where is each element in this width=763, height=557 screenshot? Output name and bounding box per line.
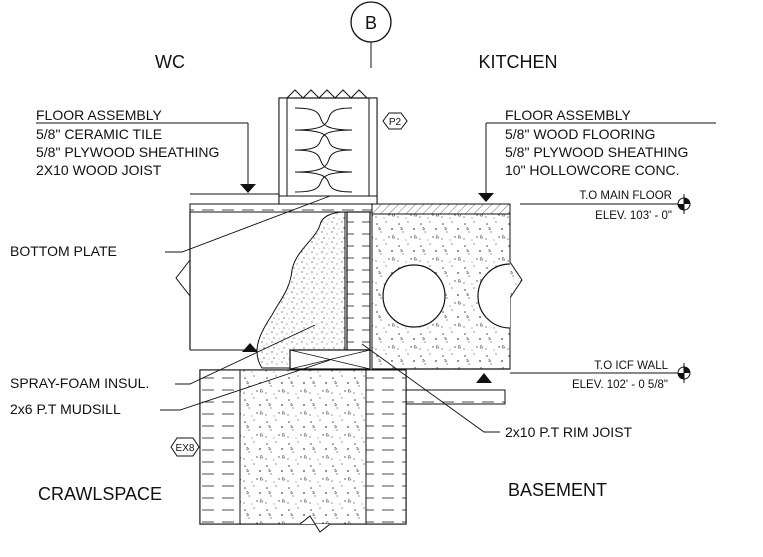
arrow-icon bbox=[242, 343, 258, 352]
exterior-wall-tag: EX8 bbox=[170, 437, 200, 457]
elevation-icf-wall: T.O ICF WALL ELEV. 102' - 0 5/8" bbox=[510, 360, 691, 391]
elevation-main-floor-value: ELEV. 103' - 0" bbox=[595, 210, 672, 222]
floor-assembly-left-line: 2X10 WOOD JOIST bbox=[36, 162, 162, 178]
room-label-kitchen: KITCHEN bbox=[478, 52, 557, 72]
spray-foam-insulation bbox=[256, 211, 346, 369]
elevation-main-floor-label: T.O MAIN FLOOR bbox=[579, 190, 672, 202]
floor-assembly-right-line: 5/8" PLYWOOD SHEATHING bbox=[505, 144, 688, 160]
callout-spray-foam-label: SPRAY-FOAM INSUL. bbox=[10, 375, 149, 391]
callout-spray-foam: SPRAY-FOAM INSUL. bbox=[10, 324, 316, 391]
arrow-icon bbox=[478, 193, 494, 202]
callout-bottom-plate-label: BOTTOM PLATE bbox=[10, 243, 117, 259]
elevation-icf-wall-label: T.O ICF WALL bbox=[594, 360, 668, 372]
callout-mudsill-label: 2x6 P.T MUDSILL bbox=[10, 401, 121, 417]
elevation-main-floor: T.O MAIN FLOOR ELEV. 103' - 0" bbox=[520, 190, 691, 222]
partition-tag: P2 bbox=[382, 112, 408, 130]
partition-tag-label: P2 bbox=[389, 117, 402, 128]
floor-assembly-right: FLOOR ASSEMBLY 5/8" WOOD FLOORING 5/8" P… bbox=[478, 107, 716, 202]
callout-rim-joist: 2x10 P.T RIM JOIST bbox=[361, 343, 633, 440]
floor-assembly-right-line: 5/8" WOOD FLOORING bbox=[505, 126, 655, 142]
floor-assembly-left-title: FLOOR ASSEMBLY bbox=[36, 107, 162, 123]
grid-bubble-label: B bbox=[365, 13, 377, 33]
callout-bottom-plate: BOTTOM PLATE bbox=[10, 195, 331, 259]
room-label-wc: WC bbox=[155, 52, 185, 72]
floor-assembly-right-line: 10" HOLLOWCORE CONC. bbox=[505, 162, 680, 178]
hollowcore-slab bbox=[371, 203, 523, 405]
upper-stud-wall bbox=[278, 89, 378, 205]
icf-foundation-wall bbox=[199, 343, 407, 533]
exterior-wall-tag-label: EX8 bbox=[176, 443, 195, 454]
arrow-icon bbox=[240, 184, 256, 193]
floor-assembly-left: FLOOR ASSEMBLY 5/8" CERAMIC TILE 5/8" PL… bbox=[36, 107, 256, 193]
floor-assembly-right-title: FLOOR ASSEMBLY bbox=[505, 107, 631, 123]
room-label-crawlspace: CRAWLSPACE bbox=[38, 484, 162, 504]
mudsill bbox=[289, 349, 371, 370]
callout-mudsill: 2x6 P.T MUDSILL bbox=[10, 359, 331, 417]
rim-joist bbox=[346, 211, 371, 351]
floor-assembly-left-line: 5/8" PLYWOOD SHEATHING bbox=[36, 144, 219, 160]
grid-bubble: B bbox=[350, 1, 392, 68]
room-label-basement: BASEMENT bbox=[508, 480, 607, 500]
callout-rim-joist-label: 2x10 P.T RIM JOIST bbox=[505, 424, 633, 440]
floor-assembly-left-line: 5/8" CERAMIC TILE bbox=[36, 126, 162, 142]
elevation-icf-wall-value: ELEV. 102' - 0 5/8" bbox=[572, 379, 668, 391]
arrow-icon bbox=[476, 373, 492, 383]
